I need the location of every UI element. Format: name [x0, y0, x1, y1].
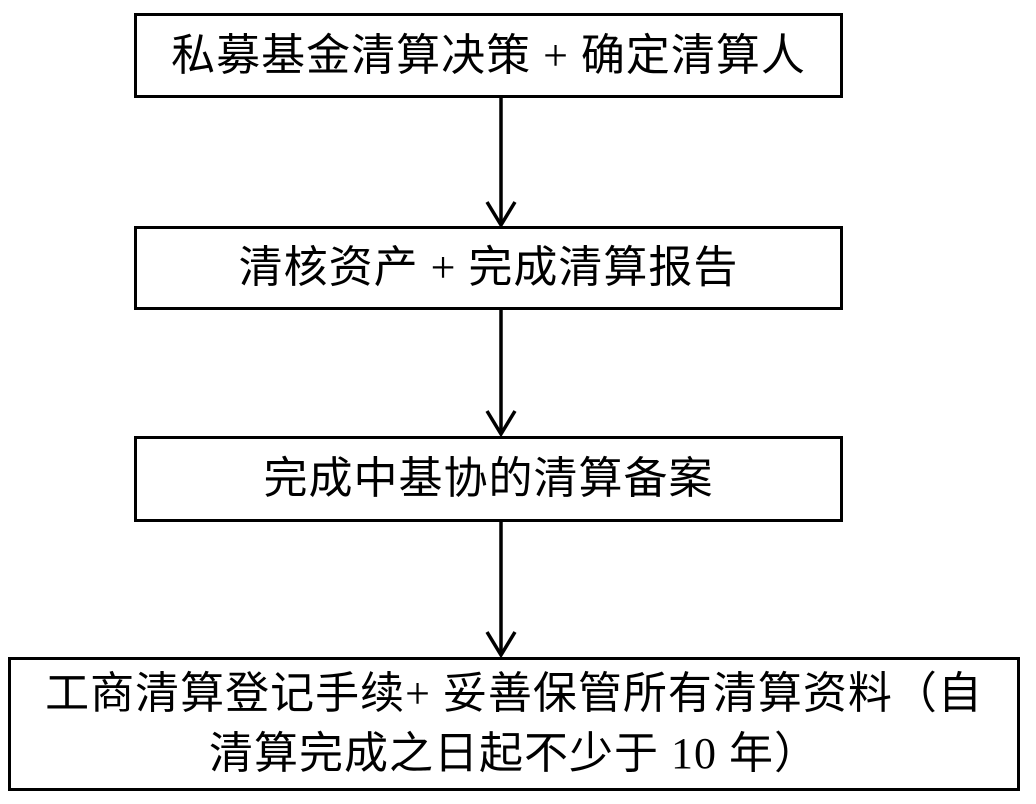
flow-step-box-4: 工商清算登记手续+ 妥善保管所有清算资料（自清算完成之日起不少于 10 年） — [8, 657, 1020, 791]
flow-step-label-4: 工商清算登记手续+ 妥善保管所有清算资料（自清算完成之日起不少于 10 年） — [45, 669, 983, 778]
arrow-down-connector-1 — [485, 98, 517, 228]
arrow-down-connector-3 — [485, 522, 517, 658]
flow-step-box-3: 完成中基协的清算备案 — [134, 436, 843, 522]
flow-step-label-1: 私募基金清算决策 + 确定清算人 — [171, 30, 806, 80]
arrow-down-connector-2 — [485, 310, 517, 437]
flow-step-box-2: 清核资产 + 完成清算报告 — [134, 226, 843, 310]
flow-step-label-3: 完成中基协的清算备案 — [263, 454, 714, 503]
flow-step-box-1: 私募基金清算决策 + 确定清算人 — [134, 13, 843, 98]
flow-step-label-2: 清核资产 + 完成清算报告 — [238, 243, 739, 292]
